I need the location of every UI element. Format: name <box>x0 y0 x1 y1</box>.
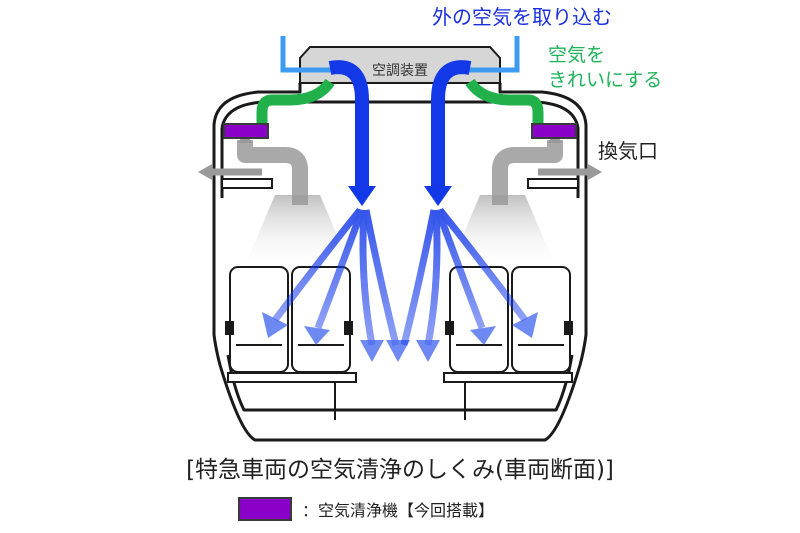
airflow-fan-right <box>400 207 528 346</box>
luggage-rack-left <box>221 178 273 189</box>
exhaust-arrowhead-right <box>588 164 602 180</box>
seat-pair-right <box>443 266 573 420</box>
conditioned-air-down-right <box>424 60 472 206</box>
air-purifier-left <box>223 123 269 139</box>
luggage-rack-right <box>527 178 579 189</box>
exhaust-label: 換気口 <box>598 139 658 163</box>
seat-pair-left <box>225 266 357 420</box>
intake-label: 外の空気を取り込む <box>432 5 612 29</box>
exhaust-duct-left <box>237 140 308 205</box>
exhaust-duct-right <box>492 140 563 205</box>
legend-text: ：空気清浄機【今回搭載】 <box>302 501 495 520</box>
airflow-fan-left <box>272 207 400 346</box>
exhaust-mist-left <box>243 195 352 270</box>
legend: ：空気清浄機【今回搭載】 <box>238 497 494 521</box>
airflow-fan-right-heads <box>416 312 538 362</box>
clean-label-line1: 空気を <box>548 44 606 66</box>
diagram-caption: [特急車両の空気清浄のしくみ(車両断面)] <box>186 457 614 483</box>
clean-label-line2: きれいにする <box>548 69 663 91</box>
legend-swatch-air-purifier <box>238 497 292 521</box>
clean-air-duct-right <box>465 78 544 124</box>
ac-unit-label: 空調装置 <box>372 63 428 79</box>
air-purifier-right <box>531 123 577 139</box>
exhaust-mist-right <box>448 195 557 270</box>
airflow-fan-left-heads <box>262 312 410 362</box>
exhaust-arrowhead-left <box>198 164 212 180</box>
clean-air-duct-left <box>256 78 335 124</box>
conditioned-air-down-left <box>328 60 376 206</box>
intake-duct-left <box>280 36 340 73</box>
intake-duct-right <box>460 36 520 73</box>
